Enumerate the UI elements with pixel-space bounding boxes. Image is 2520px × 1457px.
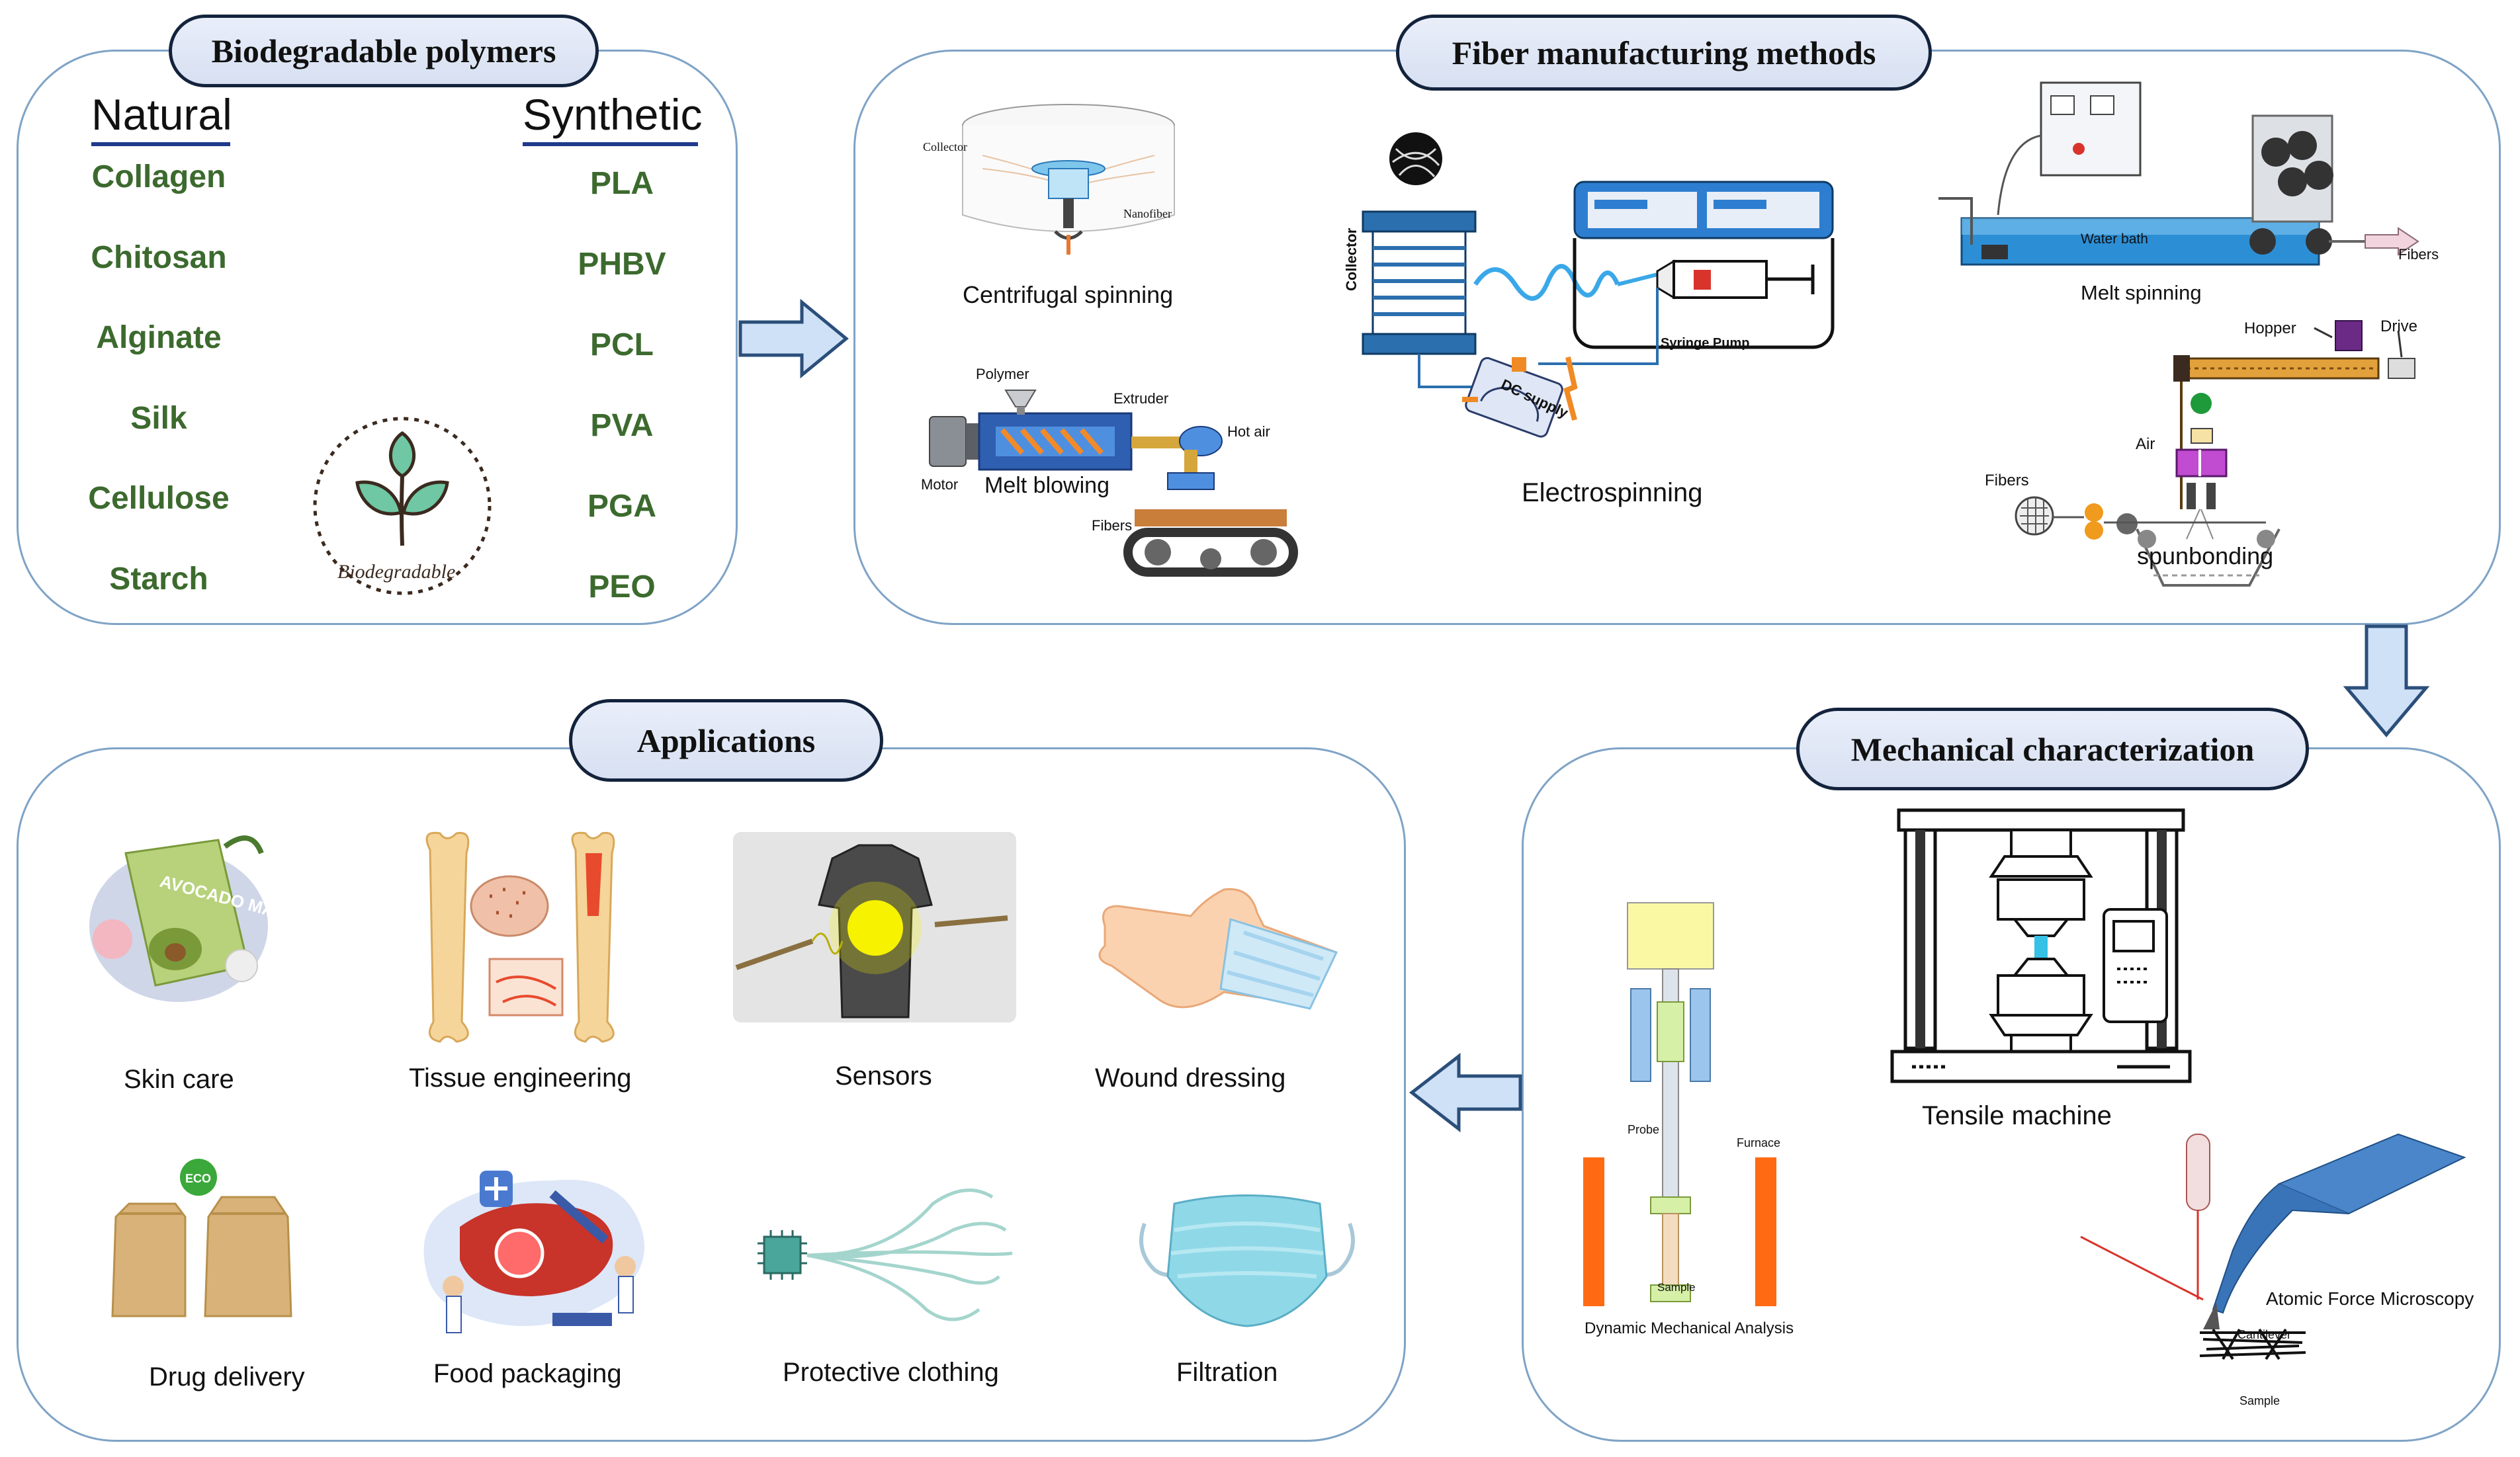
- drive-label: Drive: [2380, 317, 2418, 335]
- syringe-pump-label: Syringe Pump: [1661, 336, 1750, 351]
- app-label-drug-delivery: Drug delivery: [149, 1362, 305, 1392]
- applications-panel: [17, 747, 1406, 1442]
- arrow-right-icon: [738, 298, 849, 379]
- centrifugal-spinning-label: Centrifugal spinning: [963, 281, 1174, 308]
- app-label-tissue-engineering: Tissue engineering: [409, 1063, 632, 1093]
- tissue-engineering-icon: [425, 831, 615, 1043]
- natural-underline: [91, 142, 230, 146]
- app-label-wound-dressing: Wound dressing: [1095, 1063, 1286, 1093]
- natural-item: Chitosan: [91, 240, 227, 275]
- centrifugal-spinning-illustration: [962, 104, 1175, 255]
- melt-blowing-label: Melt blowing: [984, 473, 1109, 498]
- wound-dressing-icon: [1098, 888, 1338, 1010]
- spunbonding-label: spunbonding: [2137, 542, 2274, 569]
- melt-spinning-label: Melt spinning: [2081, 281, 2202, 304]
- electrospinning-label: Electrospinning: [1522, 478, 1703, 507]
- natural-item: Alginate: [96, 320, 222, 355]
- melt-blowing-fibers-label: Fibers: [1092, 517, 1133, 534]
- synthetic-underline: [523, 142, 698, 146]
- tensile-machine-illustration: [1890, 808, 2192, 1083]
- methods-title: Fiber manufacturing methods: [1396, 15, 1932, 91]
- dma-illustration: [1583, 902, 1776, 1306]
- arrow-left-icon: [1409, 1052, 1522, 1133]
- spunbonding-illustration: [2015, 320, 2415, 587]
- mechanical-title: Mechanical characterization: [1796, 708, 2309, 790]
- afm-sample-label: Sample: [2239, 1394, 2281, 1407]
- centrifugal-nanofiber-label: Nanofiber: [1123, 207, 1172, 220]
- natural-item: Silk: [130, 401, 187, 436]
- afm-illustration: [2080, 1133, 2466, 1360]
- filtration-icon: [1139, 1194, 1355, 1327]
- app-label-filtration: Filtration: [1176, 1358, 1278, 1387]
- afm-label: Atomic Force Microscopy: [2266, 1288, 2474, 1309]
- dma-sample-label: Sample: [1657, 1281, 1696, 1294]
- dma-furnace-label: Furnace: [1737, 1136, 1781, 1149]
- food-packaging-icon: [423, 1171, 644, 1333]
- spunbonding-fibers-label: Fibers: [1985, 472, 2029, 489]
- biodegradable-leaf-icon: [313, 417, 492, 595]
- biodegradable-badge-text: Biodegradable: [337, 561, 456, 583]
- water-bath-label: Water bath: [2081, 231, 2148, 247]
- centrifugal-collector-label: Collector: [923, 140, 967, 153]
- tensile-machine-label: Tensile machine: [1922, 1101, 2112, 1130]
- synthetic-item: PGA: [587, 489, 656, 524]
- synthetic-item: PCL: [590, 327, 654, 362]
- melt-blowing-hot-air-label: Hot air: [1227, 423, 1270, 440]
- natural-item: Collagen: [91, 159, 226, 194]
- air-label: Air: [2136, 435, 2155, 453]
- melt-blowing-motor-label: Motor: [921, 476, 959, 493]
- melt-spinning-illustration: [1938, 81, 2419, 266]
- synthetic-item: PEO: [588, 569, 656, 604]
- synthetic-header: Synthetic: [523, 90, 703, 139]
- app-label-sensors: Sensors: [835, 1062, 932, 1091]
- app-label-skin-care: Skin care: [124, 1065, 234, 1094]
- melt-blowing-illustration: [929, 390, 1298, 577]
- melt-spinning-fibers-label: Fibers: [2398, 246, 2439, 263]
- natural-item: Cellulose: [88, 481, 230, 516]
- app-label-food-packaging: Food packaging: [433, 1359, 622, 1388]
- sensors-icon: [735, 844, 1008, 1019]
- electrospinning-collector-label: Collector: [1343, 228, 1360, 291]
- arrow-down-icon: [2343, 624, 2430, 737]
- electrospinning-illustration: [1362, 132, 1835, 438]
- dma-label: Dynamic Mechanical Analysis: [1585, 1319, 1794, 1337]
- app-label-protective-clothing: Protective clothing: [783, 1358, 999, 1387]
- drug-delivery-icon: ECO: [111, 1159, 292, 1317]
- melt-blowing-polymer-label: Polymer: [976, 366, 1029, 382]
- natural-header: Natural: [91, 90, 232, 139]
- applications-title: Applications: [569, 699, 883, 782]
- afm-cantilever-label: Cantilever: [2238, 1328, 2292, 1341]
- protective-clothing-icon: [758, 1188, 1013, 1321]
- synthetic-item: PHBV: [578, 247, 666, 282]
- dma-probe-label: Probe: [1628, 1123, 1660, 1136]
- synthetic-item: PLA: [590, 166, 654, 201]
- synthetic-item: PVA: [590, 408, 654, 443]
- eco-badge-text: ECO: [185, 1172, 211, 1185]
- hopper-label: Hopper: [2244, 319, 2296, 337]
- polymers-title: Biodegradable polymers: [169, 15, 599, 87]
- skin-care-icon: AVOCADO MASK: [89, 835, 300, 1002]
- melt-blowing-extruder-label: Extruder: [1113, 390, 1169, 407]
- natural-item: Starch: [109, 562, 208, 597]
